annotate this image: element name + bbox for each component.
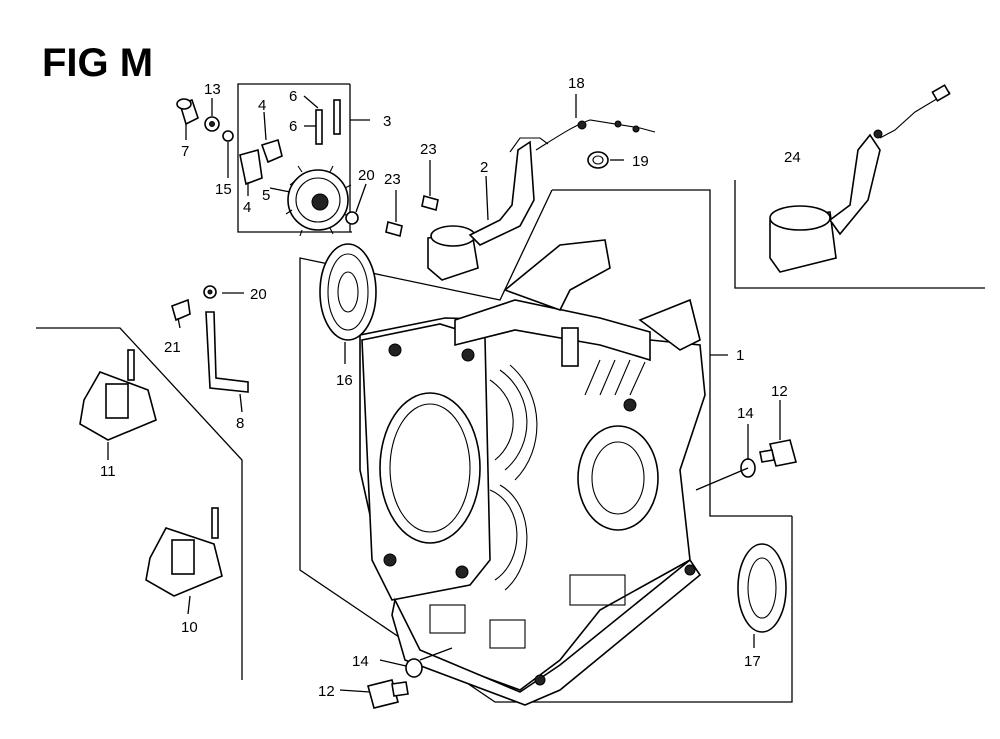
mount-part-10: [145, 507, 223, 597]
group-boundaries: [36, 83, 985, 703]
callout-4-upper: 4: [258, 97, 266, 114]
ring-part-15: [222, 130, 234, 142]
callout-23-upper: 23: [420, 141, 437, 158]
callout-16: 16: [336, 372, 353, 389]
oil-seal-part-17: [737, 543, 787, 633]
oil-pump-gear-part-5: [285, 165, 352, 237]
callout-12-lower: 12: [318, 683, 335, 700]
callout-6-upper: 6: [289, 88, 297, 105]
callout-1: 1: [736, 347, 744, 364]
tube-part-8: [205, 311, 249, 393]
clip-part-21: [171, 298, 191, 322]
callout-10: 10: [181, 619, 198, 636]
callout-labels: 1 2 3 4 4 5 6 6 7 8 10 11 12 12 13 14 14…: [100, 75, 801, 700]
callout-11: 11: [100, 463, 116, 480]
washer-part-20-lower: [203, 285, 217, 299]
leader-lines: [107, 94, 781, 693]
callout-7: 7: [181, 143, 189, 160]
oil-switch-part-2: [427, 119, 656, 281]
bolt-part-7: [176, 98, 199, 126]
callout-14-right: 14: [737, 405, 754, 422]
oil-alert-unit-part-24: [769, 84, 951, 273]
crankcase-part-1: [359, 239, 706, 706]
callout-8: 8: [236, 415, 244, 432]
callout-3: 3: [383, 113, 391, 130]
callout-19: 19: [632, 153, 649, 170]
callout-18: 18: [568, 75, 585, 92]
callout-23-lower: 23: [384, 171, 401, 188]
callout-12-right: 12: [771, 383, 788, 400]
callout-20-lower: 20: [250, 286, 267, 303]
grommet-part-19: [587, 151, 609, 169]
callout-14-lower: 14: [352, 653, 369, 670]
figure-title: FIG M: [42, 41, 153, 85]
drain-bolt-part-12-right: [759, 439, 797, 467]
callout-4-lower: 4: [243, 199, 251, 216]
washer-part-13: [204, 116, 220, 132]
callout-24: 24: [784, 149, 801, 166]
washer-part-20-upper: [345, 211, 359, 225]
callout-13: 13: [204, 81, 221, 98]
callout-17: 17: [744, 653, 761, 670]
washer-part-14-lower: [405, 658, 423, 678]
callout-15: 15: [215, 181, 232, 198]
mount-part-11: [79, 349, 157, 441]
pin-part-6: [315, 99, 341, 145]
callout-6-lower: 6: [289, 118, 297, 135]
screw-part-23: [385, 194, 439, 238]
clip-part-4: [239, 138, 283, 186]
callout-2: 2: [480, 159, 488, 176]
bearing-part-16: [319, 243, 377, 341]
callout-5: 5: [262, 187, 270, 204]
drain-bolt-part-12-lower: [367, 679, 409, 709]
callout-21: 21: [164, 339, 181, 356]
callout-20-upper: 20: [358, 167, 375, 184]
